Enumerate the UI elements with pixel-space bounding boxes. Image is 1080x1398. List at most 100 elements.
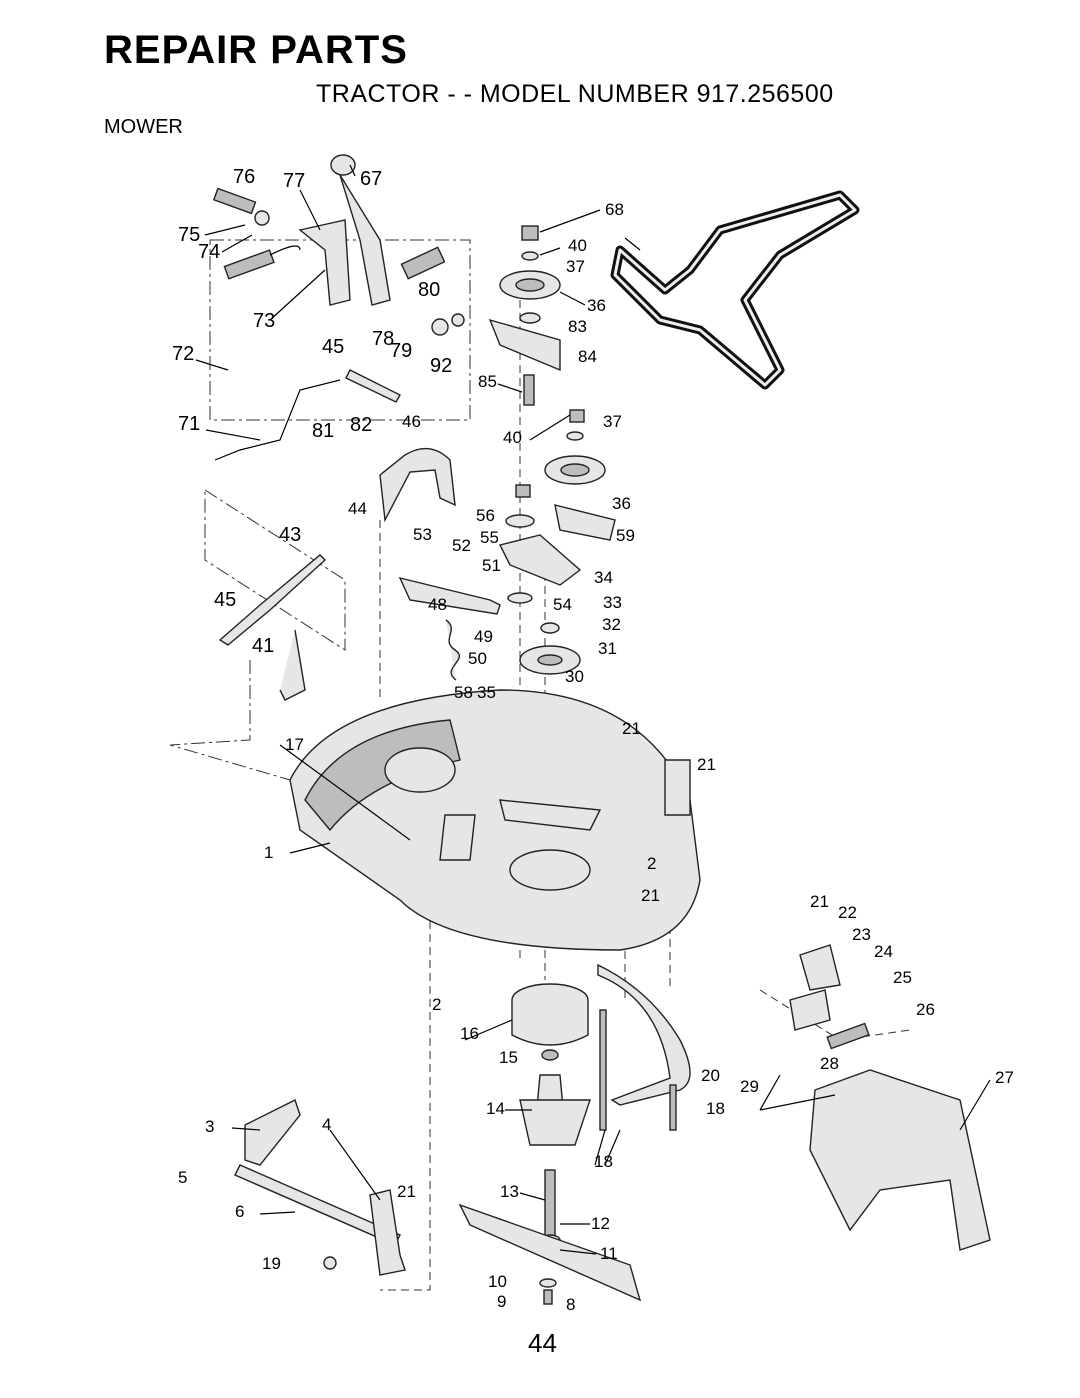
lift-lever-assembly (212, 154, 465, 336)
callout-label: 26 (916, 1000, 935, 1019)
callout-labels: 76 77 67 75 74 73 72 71 45 78 79 92 80 8… (172, 166, 1014, 1314)
callout-label: 48 (428, 595, 447, 614)
callout-label: 34 (594, 568, 613, 587)
callout-label: 45 (322, 336, 344, 358)
callout-label: 37 (603, 412, 622, 431)
callout-label: 14 (486, 1099, 505, 1118)
page-number: 44 (528, 1328, 557, 1358)
callout-label: 54 (553, 595, 572, 614)
callout-label: 27 (995, 1068, 1014, 1087)
callout-label: 6 (235, 1202, 244, 1221)
callout-label: 40 (503, 428, 522, 447)
callout-label: 21 (641, 886, 660, 905)
idler-arm (398, 576, 501, 615)
guide-line (204, 489, 346, 651)
callout-label: 44 (348, 499, 367, 518)
callout-label: 13 (500, 1182, 519, 1201)
callout-label: 79 (390, 340, 412, 362)
callout-label: 71 (178, 413, 200, 435)
callout-label: 32 (602, 615, 621, 634)
callout-label: 21 (397, 1182, 416, 1201)
callout-label: 74 (198, 241, 220, 263)
callout-label: 83 (568, 317, 587, 336)
callout-label: 17 (285, 735, 304, 754)
callout-label: 75 (178, 224, 200, 246)
callout-label: 16 (460, 1024, 479, 1043)
leader-lines (195, 164, 991, 1255)
callout-label: 58 (454, 683, 473, 702)
page-title: REPAIR PARTS (104, 28, 408, 72)
callout-label: 46 (402, 412, 421, 431)
callout-label: 2 (647, 854, 656, 873)
callout-label: 84 (578, 347, 597, 366)
callout-label: 11 (600, 1244, 618, 1263)
callout-label: 56 (476, 506, 495, 525)
callout-label: 43 (279, 524, 301, 546)
callout-label: 36 (587, 296, 606, 315)
front-baffle (597, 963, 691, 1131)
pulley-stack (488, 225, 616, 675)
callout-label: 51 (482, 556, 501, 575)
springs-and-rods (214, 245, 461, 701)
callout-label: 2 (432, 995, 441, 1014)
callout-label: 24 (874, 942, 893, 961)
callout-label: 37 (566, 257, 585, 276)
callout-label: 20 (701, 1066, 720, 1085)
callout-label: 50 (468, 649, 487, 668)
callout-label: 36 (612, 494, 631, 513)
callout-label: 53 (413, 525, 432, 544)
callout-label: 19 (262, 1254, 281, 1273)
callout-label: 55 (480, 528, 499, 547)
spindle-assembly (458, 983, 642, 1305)
model-subtitle: TRACTOR - - MODEL NUMBER 917.256500 (316, 80, 834, 108)
callout-label: 33 (603, 593, 622, 612)
section-heading: MOWER (104, 116, 183, 138)
callout-label: 30 (565, 667, 584, 686)
callout-label: 35 (477, 683, 496, 702)
callout-label: 59 (616, 526, 635, 545)
callout-label: 8 (566, 1295, 575, 1314)
callout-label: 52 (452, 536, 471, 555)
callout-label: 92 (430, 355, 452, 377)
belt-guard (379, 447, 456, 523)
mower-deck (289, 689, 701, 951)
callout-label: 31 (598, 639, 617, 658)
callout-label: 10 (488, 1272, 507, 1291)
callout-label: 76 (233, 166, 255, 188)
callout-label: 40 (568, 236, 587, 255)
callout-label: 68 (605, 200, 624, 219)
callout-label: 22 (838, 903, 857, 922)
callout-label: 15 (499, 1048, 518, 1067)
guide-line (169, 660, 291, 781)
callout-label: 67 (360, 168, 382, 190)
callout-label: 21 (697, 755, 716, 774)
callout-label: 12 (591, 1214, 610, 1233)
callout-label: 41 (252, 635, 274, 657)
callout-label: 45 (214, 589, 236, 611)
guide-line (209, 239, 471, 421)
callout-label: 28 (820, 1054, 839, 1073)
callout-label: 78 (372, 328, 394, 350)
callout-label: 82 (350, 414, 372, 436)
callout-label: 1 (264, 843, 273, 862)
callout-label: 72 (172, 343, 194, 365)
callout-label: 25 (893, 968, 912, 987)
guide-line (759, 989, 911, 1041)
drive-belt (610, 190, 860, 390)
callout-label: 81 (312, 420, 334, 442)
callout-label: 77 (283, 170, 305, 192)
callout-label: 21 (622, 719, 641, 738)
callout-label: 80 (418, 279, 440, 301)
callout-label: 85 (478, 372, 497, 391)
callout-label: 73 (253, 310, 275, 332)
callout-label: 9 (497, 1292, 506, 1311)
front-hanger-bracket (234, 1099, 406, 1276)
callout-label: 49 (474, 627, 493, 646)
callout-label: 4 (322, 1115, 331, 1134)
callout-label: 21 (810, 892, 829, 911)
callout-label: 5 (178, 1168, 187, 1187)
deflector-and-bracket (759, 944, 991, 1251)
callout-label: 18 (594, 1152, 613, 1171)
callout-label: 3 (205, 1117, 214, 1136)
